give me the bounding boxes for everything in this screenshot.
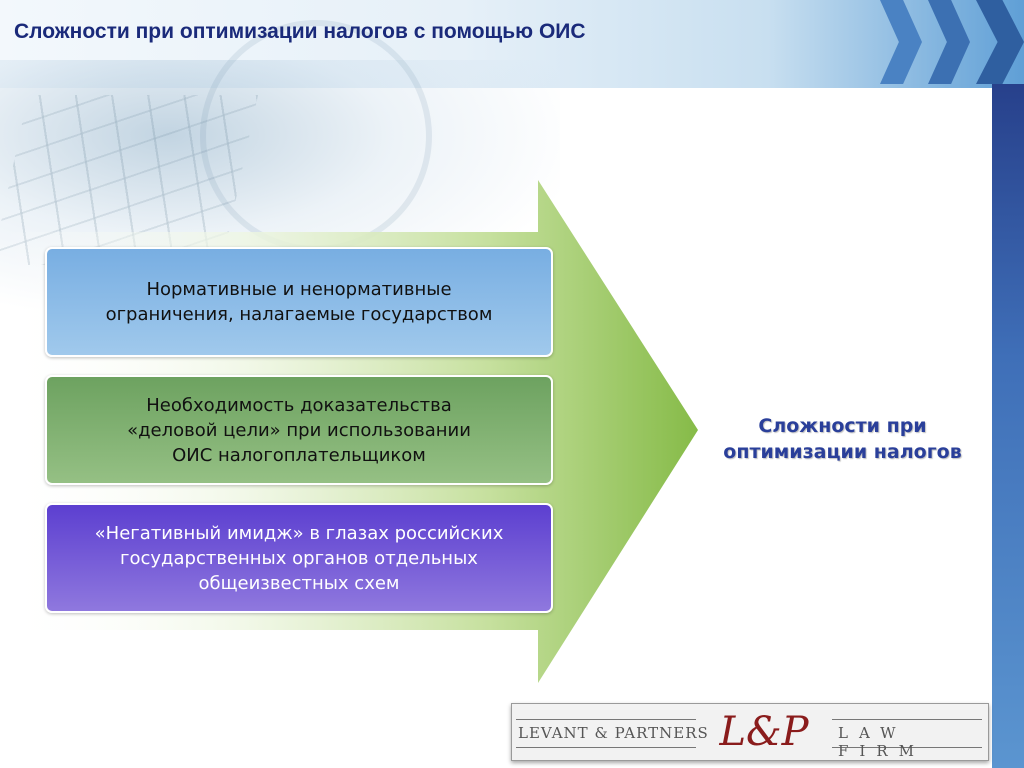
factor-box-business-purpose: Необходимость доказательства «деловой це… bbox=[45, 375, 553, 485]
logo-rule bbox=[516, 747, 696, 748]
logo-monogram: L&P bbox=[719, 709, 809, 755]
law-firm-logo: LEVANT & PARTNERS L&P LAW FIRM bbox=[511, 703, 989, 761]
logo-rule bbox=[832, 719, 982, 720]
factor-text: Необходимость доказательства «деловой це… bbox=[127, 394, 471, 466]
factor-text: Нормативные и ненормативные ограничения,… bbox=[105, 279, 493, 325]
slide-title: Сложности при оптимизации налогов с помо… bbox=[14, 20, 586, 43]
logo-rule bbox=[832, 747, 982, 748]
result-label: Сложности при оптимизации налогов bbox=[723, 415, 962, 463]
factor-text: «Негативный имидж» в глазах российских г… bbox=[94, 522, 504, 594]
right-decor-bar bbox=[992, 84, 1024, 768]
factor-box-regulatory: Нормативные и ненормативные ограничения,… bbox=[45, 247, 553, 357]
factor-box-negative-image: «Негативный имидж» в глазах российских г… bbox=[45, 503, 553, 613]
logo-firm-name: LEVANT & PARTNERS bbox=[518, 724, 709, 742]
header-background bbox=[0, 0, 1024, 88]
logo-rule bbox=[516, 719, 696, 720]
logo-firm-type: LAW FIRM bbox=[838, 724, 925, 760]
